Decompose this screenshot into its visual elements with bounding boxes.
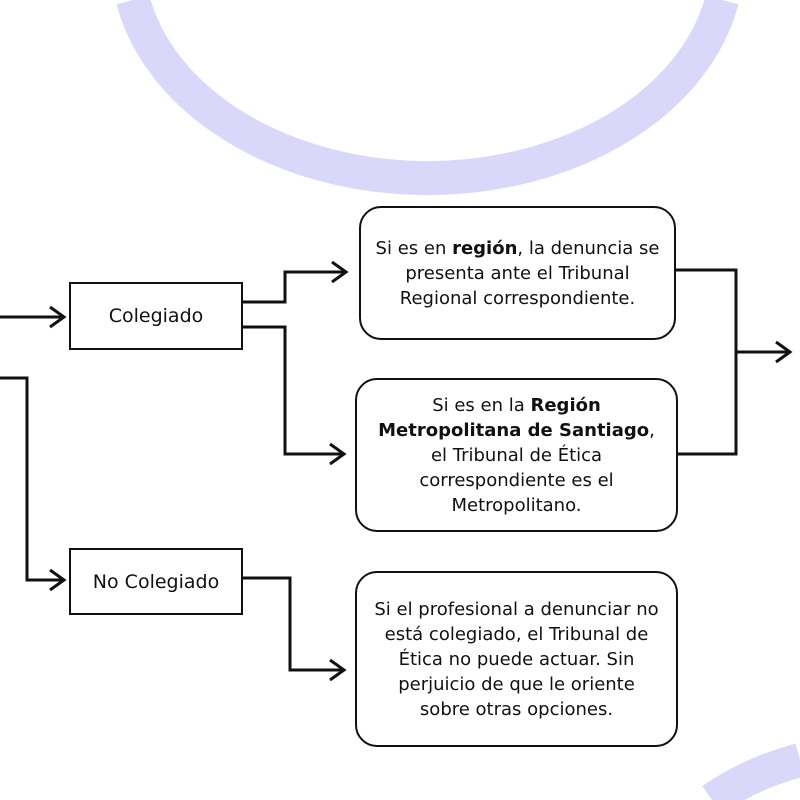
- node-metropolitana-text-part-1: Si es en la: [432, 394, 531, 416]
- node-region-text-part-2: , la denuncia se presenta ante el Tribun…: [399, 237, 660, 309]
- arrowhead-entry-colegiado: [49, 305, 67, 329]
- node-region-text-bold: región: [452, 237, 518, 259]
- node-region-text: Si es en región, la denuncia se presenta…: [375, 236, 660, 311]
- node-metropolitana-text-bold: Región Metropolitana de Santiago: [378, 394, 650, 441]
- node-metropolitana-text-part-2: , el Tribunal de Ética correspondiente e…: [419, 419, 655, 516]
- connector-colegiado-metropolitana: [243, 325, 342, 456]
- connector-no-colegiado-info: [243, 576, 342, 672]
- arrowhead-no-colegiado-info: [329, 658, 347, 682]
- node-colegiado: Colegiado: [69, 282, 243, 350]
- connector-colegiado-region: [243, 270, 344, 304]
- node-colegiado-label: Colegiado: [108, 305, 204, 327]
- arrowhead-metropolitana: [329, 442, 347, 466]
- connector-region-output: [676, 268, 738, 456]
- connector-entry-no-colegiado: [0, 376, 62, 582]
- arrowhead-entry-no-colegiado: [49, 568, 67, 592]
- node-no-colegiado: No Colegiado: [69, 548, 243, 615]
- node-region: Si es en región, la denuncia se presenta…: [359, 206, 676, 340]
- arrowhead-region: [331, 260, 349, 284]
- node-no-colegiado-info: Si el profesional a denunciar no está co…: [355, 571, 678, 747]
- decorative-arc-top: [116, 0, 739, 196]
- node-metropolitana: Si es en la Región Metropolitana de Sant…: [355, 378, 678, 532]
- node-metropolitana-text: Si es en la Región Metropolitana de Sant…: [371, 393, 662, 518]
- node-no-colegiado-info-text: Si el profesional a denunciar no está co…: [371, 597, 662, 722]
- arrowhead-output: [775, 340, 793, 364]
- node-no-colegiado-info-text-part-1: Si el profesional a denunciar no está co…: [374, 598, 659, 720]
- node-no-colegiado-label: No Colegiado: [92, 570, 220, 593]
- node-region-text-part-1: Si es en: [375, 237, 453, 259]
- decorative-arc-bottom: [702, 743, 800, 800]
